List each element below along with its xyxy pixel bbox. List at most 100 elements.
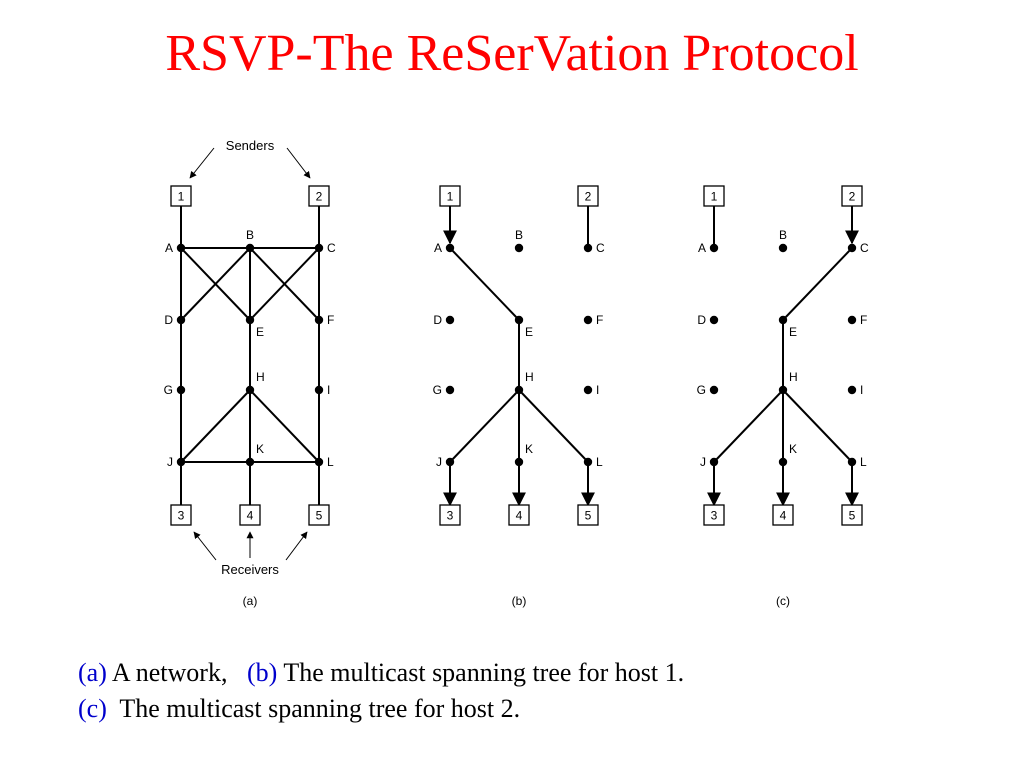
edge-H-L — [518, 389, 589, 463]
host-label-3: 3 — [178, 509, 185, 523]
router-node-g — [176, 385, 186, 395]
node-label-b: B — [515, 228, 523, 242]
node-label-a: A — [165, 241, 173, 255]
node-label-d: D — [697, 313, 706, 327]
node-label-j: J — [700, 455, 706, 469]
node-label-c: C — [596, 241, 605, 255]
caption-tag-a: (a) — [78, 658, 107, 687]
router-node-f — [314, 315, 324, 325]
node-label-e: E — [525, 325, 533, 339]
panel-label-a: (a) — [243, 594, 258, 608]
node-label-a: A — [698, 241, 706, 255]
router-node-i — [314, 385, 324, 395]
router-node-c — [583, 243, 593, 253]
node-label-j: J — [167, 455, 173, 469]
router-node-l — [583, 457, 593, 467]
node-label-l: L — [860, 455, 867, 469]
caption-tag-b: (b) — [246, 658, 278, 687]
host-label-2: 2 — [849, 190, 856, 204]
host-label-4: 4 — [780, 509, 787, 523]
router-node-h — [245, 385, 255, 395]
router-node-e — [245, 315, 255, 325]
edge-C-E — [249, 247, 320, 321]
caption-text-c: The multicast spanning tree for host 2. — [106, 694, 521, 723]
caption-text-b: The multicast spanning tree for host 1. — [277, 658, 685, 687]
router-node-h — [778, 385, 788, 395]
edge-B-D — [180, 247, 251, 321]
node-label-e: E — [256, 325, 264, 339]
node-label-h: H — [789, 370, 798, 384]
router-node-a — [445, 243, 455, 253]
senders-label: Senders — [226, 138, 275, 153]
node-label-i: I — [596, 383, 599, 397]
router-node-c — [314, 243, 324, 253]
edge-A-E — [449, 247, 520, 321]
router-node-i — [583, 385, 593, 395]
host-label-1: 1 — [711, 190, 718, 204]
host-label-4: 4 — [516, 509, 523, 523]
node-label-f: F — [327, 313, 334, 327]
node-label-b: B — [246, 228, 254, 242]
router-node-d — [709, 315, 719, 325]
router-node-g — [709, 385, 719, 395]
router-node-b — [514, 243, 524, 253]
host-box-4 — [508, 504, 530, 526]
caption-line-1: (a) A network, (b) The multicast spannin… — [78, 655, 998, 691]
edge-H-L — [782, 389, 853, 463]
host-box-1 — [703, 185, 725, 207]
router-node-l — [847, 457, 857, 467]
host-label-1: 1 — [178, 190, 185, 204]
node-label-l: L — [327, 455, 334, 469]
host-box-1 — [170, 185, 192, 207]
slide-title: RSVP-The ReSerVation Protocol — [165, 25, 859, 82]
router-node-e — [514, 315, 524, 325]
host-box-3 — [439, 504, 461, 526]
host-box-2 — [308, 185, 330, 207]
node-label-d: D — [433, 313, 442, 327]
router-node-j — [709, 457, 719, 467]
edge-C-E — [782, 247, 853, 321]
receivers-arrow-5 — [285, 531, 308, 561]
node-label-k: K — [789, 442, 797, 456]
host-box-5 — [841, 504, 863, 526]
router-node-f — [847, 315, 857, 325]
node-label-g: G — [697, 383, 706, 397]
router-node-b — [245, 243, 255, 253]
panel-label-c: (c) — [776, 594, 790, 608]
host-box-4 — [772, 504, 794, 526]
edge-H-J — [449, 389, 520, 463]
senders-arrow-2 — [286, 147, 311, 179]
host-label-2: 2 — [316, 190, 323, 204]
edge-H-L — [249, 389, 320, 463]
node-label-e: E — [789, 325, 797, 339]
router-node-c — [847, 243, 857, 253]
router-node-k — [778, 457, 788, 467]
node-label-l: L — [596, 455, 603, 469]
router-node-k — [514, 457, 524, 467]
node-label-k: K — [525, 442, 533, 456]
router-node-d — [445, 315, 455, 325]
node-label-i: I — [860, 383, 863, 397]
router-node-k — [245, 457, 255, 467]
router-node-j — [445, 457, 455, 467]
node-label-d: D — [164, 313, 173, 327]
router-node-b — [778, 243, 788, 253]
host-box-5 — [577, 504, 599, 526]
senders-arrow-1 — [189, 147, 215, 179]
router-node-h — [514, 385, 524, 395]
router-node-d — [176, 315, 186, 325]
receivers-label: Receivers — [221, 562, 279, 577]
host-label-3: 3 — [711, 509, 718, 523]
host-label-4: 4 — [247, 509, 254, 523]
router-node-g — [445, 385, 455, 395]
node-label-k: K — [256, 442, 264, 456]
node-label-j: J — [436, 455, 442, 469]
node-label-i: I — [327, 383, 330, 397]
host-box-4 — [239, 504, 261, 526]
router-node-a — [709, 243, 719, 253]
panel-label-b: (b) — [512, 594, 527, 608]
caption-text-a: A network, — [106, 658, 247, 687]
caption-line-2: (c) The multicast spanning tree for host… — [78, 691, 998, 727]
